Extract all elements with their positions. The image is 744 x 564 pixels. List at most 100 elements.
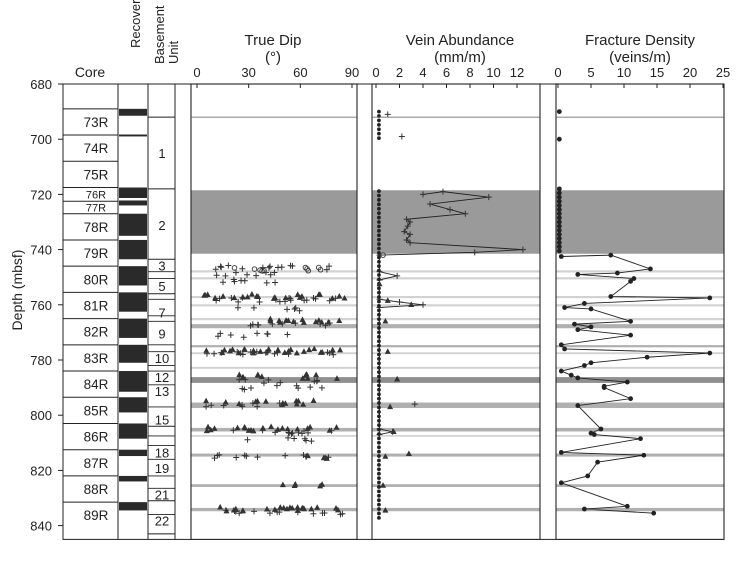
vein-abundance-marker <box>384 111 391 118</box>
true-dip-point <box>254 454 261 461</box>
true-dip-frame <box>190 83 358 540</box>
fracture-density-point <box>558 368 564 374</box>
fracture-density-point <box>624 503 630 509</box>
vein-zero-point <box>377 356 381 361</box>
fracture-tick-label: 5 <box>587 65 594 80</box>
true-dip-point <box>249 400 256 407</box>
vein-abundance-marker <box>376 280 383 287</box>
fracture-tick-label: 10 <box>617 65 631 80</box>
depth-band <box>556 427 724 432</box>
true-dip-point <box>234 424 241 431</box>
fracture-density-point <box>558 254 564 259</box>
fracture-density-point <box>568 372 574 378</box>
true-dip-point <box>260 380 267 387</box>
shaded-zone <box>191 190 357 254</box>
vein-zero-point <box>377 198 381 202</box>
unit-header-line: Unit <box>166 40 181 64</box>
true-dip-point <box>236 376 243 383</box>
vein-zero-point <box>377 365 381 370</box>
true-dip-point <box>312 318 319 325</box>
true-dip-point <box>255 372 262 378</box>
true-dip-point <box>296 307 303 314</box>
true-dip-point <box>326 297 333 304</box>
fracture-zero-point <box>556 203 562 208</box>
true-dip-point <box>337 346 344 353</box>
fracture-tick-label: 15 <box>650 65 664 80</box>
vein-zero-point <box>377 321 381 326</box>
vein-abundance-marker <box>382 317 389 324</box>
true-dip-point <box>263 269 270 276</box>
depth-band <box>556 366 724 369</box>
vein-zero-point <box>377 268 381 273</box>
fracture-zero-point <box>556 207 562 212</box>
fracture-density-point <box>651 510 657 516</box>
true-dip-point <box>203 350 210 357</box>
vein-zero-point <box>377 109 381 114</box>
fracture-frame <box>555 83 725 540</box>
true-dip-point <box>217 503 224 510</box>
core-label: 88R <box>84 482 109 497</box>
vein-zero-point <box>377 449 381 454</box>
recovered-interval <box>119 213 147 236</box>
true-dip-point <box>250 304 257 311</box>
core-label: 85R <box>84 403 109 418</box>
true-dip-point <box>268 423 275 430</box>
true-dip-point <box>244 436 251 443</box>
vein-zero-point <box>377 233 381 238</box>
true-dip-point <box>239 507 246 514</box>
recovered-interval <box>119 292 147 312</box>
depth-band <box>556 277 724 280</box>
recovered-interval <box>119 108 147 116</box>
vein-zero-point <box>377 277 381 282</box>
fracture-density-title: Fracture Density <box>585 32 696 49</box>
true-dip-point <box>314 504 321 510</box>
vein-zero-point <box>377 215 381 220</box>
true-dip-point <box>283 317 290 324</box>
true-dip-point <box>262 398 269 404</box>
fracture-zero-point <box>556 198 562 204</box>
true-dip-tick-label: 30 <box>241 65 255 80</box>
true-dip-point <box>234 348 241 355</box>
fracture-zero-point <box>556 240 562 246</box>
vein-zero-point <box>377 471 381 476</box>
vein-zero-point <box>377 290 381 295</box>
true-dip-point <box>259 427 266 434</box>
true-dip-point <box>276 509 283 516</box>
true-dip-point <box>203 397 210 404</box>
true-dip-point <box>301 427 308 434</box>
vein-zero-point <box>377 440 381 445</box>
fracture-density-point <box>641 452 647 458</box>
true-dip-point <box>274 349 281 356</box>
true-dip-point <box>228 295 235 302</box>
true-dip-point <box>319 510 326 517</box>
true-dip-point <box>313 371 320 378</box>
true-dip-point <box>279 320 286 327</box>
vein-zero-point <box>377 502 381 507</box>
true-dip-point <box>298 293 305 299</box>
fracture-density-point <box>707 350 713 356</box>
true-dip-point <box>328 427 335 434</box>
true-dip-point <box>231 278 238 285</box>
vein-zero-point <box>377 396 381 401</box>
true-dip-point <box>235 298 242 305</box>
true-dip-point <box>264 349 271 356</box>
vein-zero-point <box>377 193 381 198</box>
depth-band <box>372 352 540 355</box>
vein-zero-point <box>377 220 381 224</box>
vein-tick-label: 8 <box>466 65 473 80</box>
true-dip-point <box>274 426 281 432</box>
true-dip-point <box>282 400 289 406</box>
vein-zero-point <box>377 122 381 127</box>
true-dip-point <box>283 505 290 512</box>
fracture-density-point <box>582 301 587 306</box>
true-dip-point <box>232 508 239 515</box>
vein-abundance-point <box>471 249 478 256</box>
vein-zero-point <box>377 136 381 140</box>
true-dip-point <box>311 378 318 385</box>
recovered-interval <box>119 239 147 260</box>
true-dip-point <box>329 349 336 356</box>
fracture-zero-point <box>556 223 562 229</box>
vein-abundance-marker <box>380 482 387 488</box>
true-dip-point <box>203 427 210 434</box>
